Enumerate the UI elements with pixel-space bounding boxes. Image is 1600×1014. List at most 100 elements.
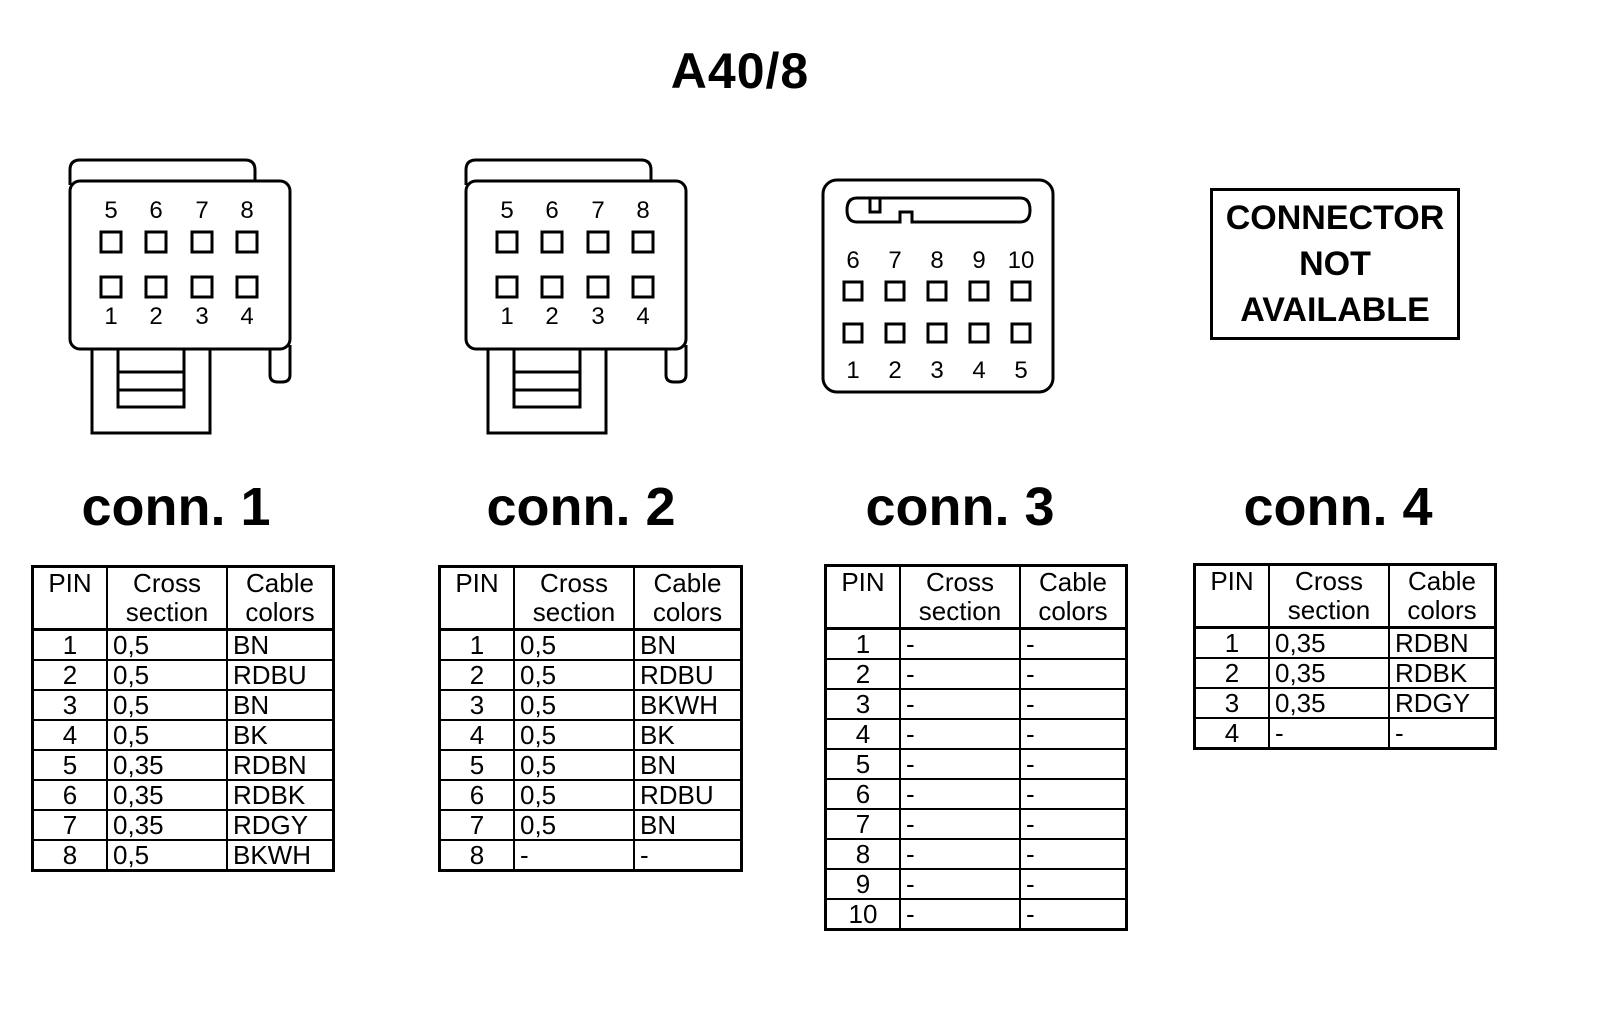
pin-socket xyxy=(99,275,123,299)
cross-section-cell: 0,5 xyxy=(513,659,635,691)
cable-color-cell: RDBK xyxy=(1388,657,1497,689)
pin-number-6: 6 xyxy=(545,197,558,224)
pin-number-6: 6 xyxy=(846,247,859,274)
cross-section-cell: 0,5 xyxy=(106,719,228,751)
cross-section-cell: 0,5 xyxy=(513,779,635,811)
pin-number-2: 2 xyxy=(888,357,901,384)
pin-socket xyxy=(495,275,519,299)
cable-color-cell: - xyxy=(1019,627,1128,660)
cable-color-cell: BN xyxy=(633,809,743,841)
pin-socket xyxy=(586,230,610,254)
pin-cell: 1 xyxy=(438,628,515,661)
pin-number-1: 1 xyxy=(104,303,117,330)
table-row: 1-- xyxy=(824,627,1128,660)
pin-number-1: 1 xyxy=(500,303,513,330)
pin-number-2: 2 xyxy=(149,303,162,330)
pin-number-10: 10 xyxy=(1008,247,1035,274)
pin-cell: 8 xyxy=(824,838,901,870)
pin-socket xyxy=(190,230,214,254)
header-line: section xyxy=(1287,595,1371,625)
header-line: Cross xyxy=(926,567,994,597)
pin-cell: 7 xyxy=(31,809,108,841)
cross-section-cell: - xyxy=(513,839,635,872)
pin-number-7: 7 xyxy=(195,197,208,224)
na-line-1: CONNECTOR xyxy=(1225,199,1445,237)
connector-not-available-box: CONNECTOR NOT AVAILABLE xyxy=(1210,188,1460,340)
pin-socket xyxy=(842,322,864,344)
cross-section-cell: - xyxy=(899,688,1021,720)
header-line: Cross xyxy=(133,568,201,598)
pin-cell: 8 xyxy=(31,839,108,872)
cable-color-cell: - xyxy=(1019,808,1128,840)
cable-color-cell: - xyxy=(1019,778,1128,810)
pin-socket xyxy=(495,230,519,254)
table-row: 8-- xyxy=(824,838,1128,870)
cross-section-cell: - xyxy=(1268,717,1390,750)
pin-cell: 2 xyxy=(438,659,515,691)
pin-number-5: 5 xyxy=(1014,357,1027,384)
pin-cell: 1 xyxy=(824,627,901,660)
cross-section-cell: - xyxy=(899,658,1021,690)
pin-number-8: 8 xyxy=(636,197,649,224)
cable-color-cell: RDBN xyxy=(1388,626,1497,659)
header-pin: PIN xyxy=(1193,563,1270,629)
pin-number-4: 4 xyxy=(636,303,649,330)
pin-socket xyxy=(235,275,259,299)
pin-cell: 6 xyxy=(31,779,108,811)
pin-cell: 3 xyxy=(824,688,901,720)
header-line: Cable xyxy=(653,568,722,598)
pin-number-8: 8 xyxy=(930,247,943,274)
pin-socket xyxy=(586,275,610,299)
pin-socket xyxy=(968,280,990,302)
header-pin: PIN xyxy=(438,565,515,631)
pin-socket xyxy=(926,322,948,344)
pin-socket xyxy=(540,230,564,254)
connector-1-housing xyxy=(68,158,292,435)
pin-socket xyxy=(631,275,655,299)
cross-section-cell: 0,35 xyxy=(1268,657,1390,689)
cable-color-cell: BN xyxy=(633,628,743,661)
cable-color-cell: RDBU xyxy=(633,779,743,811)
header-pin: PIN xyxy=(824,564,901,630)
pin-socket xyxy=(884,322,906,344)
pin-number-1: 1 xyxy=(846,357,859,384)
table-row: 2-- xyxy=(824,658,1128,690)
table-row: 4-- xyxy=(1193,717,1497,750)
header-line: colors xyxy=(1407,595,1477,625)
na-line-3: AVAILABLE xyxy=(1240,291,1430,329)
pin-number-5: 5 xyxy=(500,197,513,224)
connector-1-label: conn. 1 xyxy=(81,477,271,537)
pin-socket xyxy=(884,280,906,302)
pin-cell: 3 xyxy=(1193,687,1270,719)
cable-color-cell: BN xyxy=(633,749,743,781)
header-line: Cross xyxy=(540,568,608,598)
table-row: 4-- xyxy=(824,718,1128,750)
cable-color-cell: RDGY xyxy=(1388,687,1497,719)
pin-socket xyxy=(968,322,990,344)
header-line: Cable xyxy=(246,568,314,598)
table-row: 3-- xyxy=(824,688,1128,720)
pin-socket xyxy=(144,275,168,299)
pin-cell: 2 xyxy=(824,658,901,690)
cross-section-cell: 0,35 xyxy=(106,779,228,811)
cross-section-cell: - xyxy=(899,778,1021,810)
pin-number-7: 7 xyxy=(591,197,604,224)
cross-section-cell: - xyxy=(899,868,1021,900)
cable-color-cell: - xyxy=(1019,688,1128,720)
cable-color-cell: - xyxy=(1019,748,1128,780)
connector-3-label: conn. 3 xyxy=(865,477,1055,537)
connector-4-label: conn. 4 xyxy=(1243,477,1433,537)
pin-socket xyxy=(190,275,214,299)
